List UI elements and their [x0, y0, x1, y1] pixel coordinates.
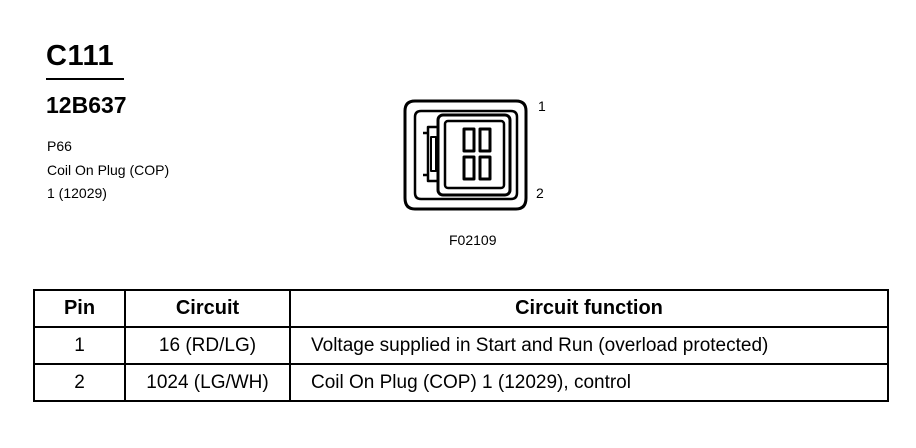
connector-inner-shell — [413, 109, 519, 201]
circuit-cell: 1024 (LG/WH) — [124, 363, 291, 402]
part-number: 12B637 — [46, 92, 127, 118]
circuit-function-cell: Voltage supplied in Start and Run (overl… — [289, 326, 889, 365]
latch-bar — [423, 131, 428, 177]
circuit-function-cell: Coil On Plug (COP) 1 (12029), control — [289, 363, 889, 402]
table-row: 1 16 (RD/LG) Voltage supplied in Start a… — [33, 326, 889, 365]
connector-id: C111 — [46, 40, 115, 72]
pinout-table: Pin Circuit Circuit function 1 16 (RD/LG… — [33, 289, 889, 402]
description-line-2: Coil On Plug (COP) — [47, 162, 170, 178]
table-header-row: Pin Circuit Circuit function — [33, 289, 889, 328]
figure-code: F02109 — [449, 232, 497, 248]
connector-outer-shell — [403, 99, 528, 211]
header-pin: Pin — [33, 289, 126, 328]
pin-cavity-1 — [462, 127, 476, 153]
table-row: 2 1024 (LG/WH) Coil On Plug (COP) 1 (120… — [33, 363, 889, 402]
pin-cell: 2 — [33, 363, 126, 402]
connector-body-outer — [436, 113, 512, 197]
pin-cavity-3 — [478, 127, 492, 153]
connector-body-inner — [443, 119, 506, 190]
locking-tab-slot — [430, 136, 437, 172]
pin-cavity-2 — [462, 155, 476, 181]
header-circuit-function: Circuit function — [289, 289, 889, 328]
pin-cell: 1 — [33, 326, 126, 365]
pin-1-label: 1 — [538, 98, 546, 114]
description-line-1: P66 — [47, 138, 72, 154]
description-line-3: 1 (12029) — [47, 185, 107, 201]
title-underline — [46, 78, 124, 80]
pin-2-label: 2 — [536, 185, 544, 201]
locking-tab — [426, 125, 440, 183]
connector-face-diagram — [403, 99, 528, 211]
circuit-cell: 16 (RD/LG) — [124, 326, 291, 365]
pin-cavity-4 — [478, 155, 492, 181]
header-circuit: Circuit — [124, 289, 291, 328]
